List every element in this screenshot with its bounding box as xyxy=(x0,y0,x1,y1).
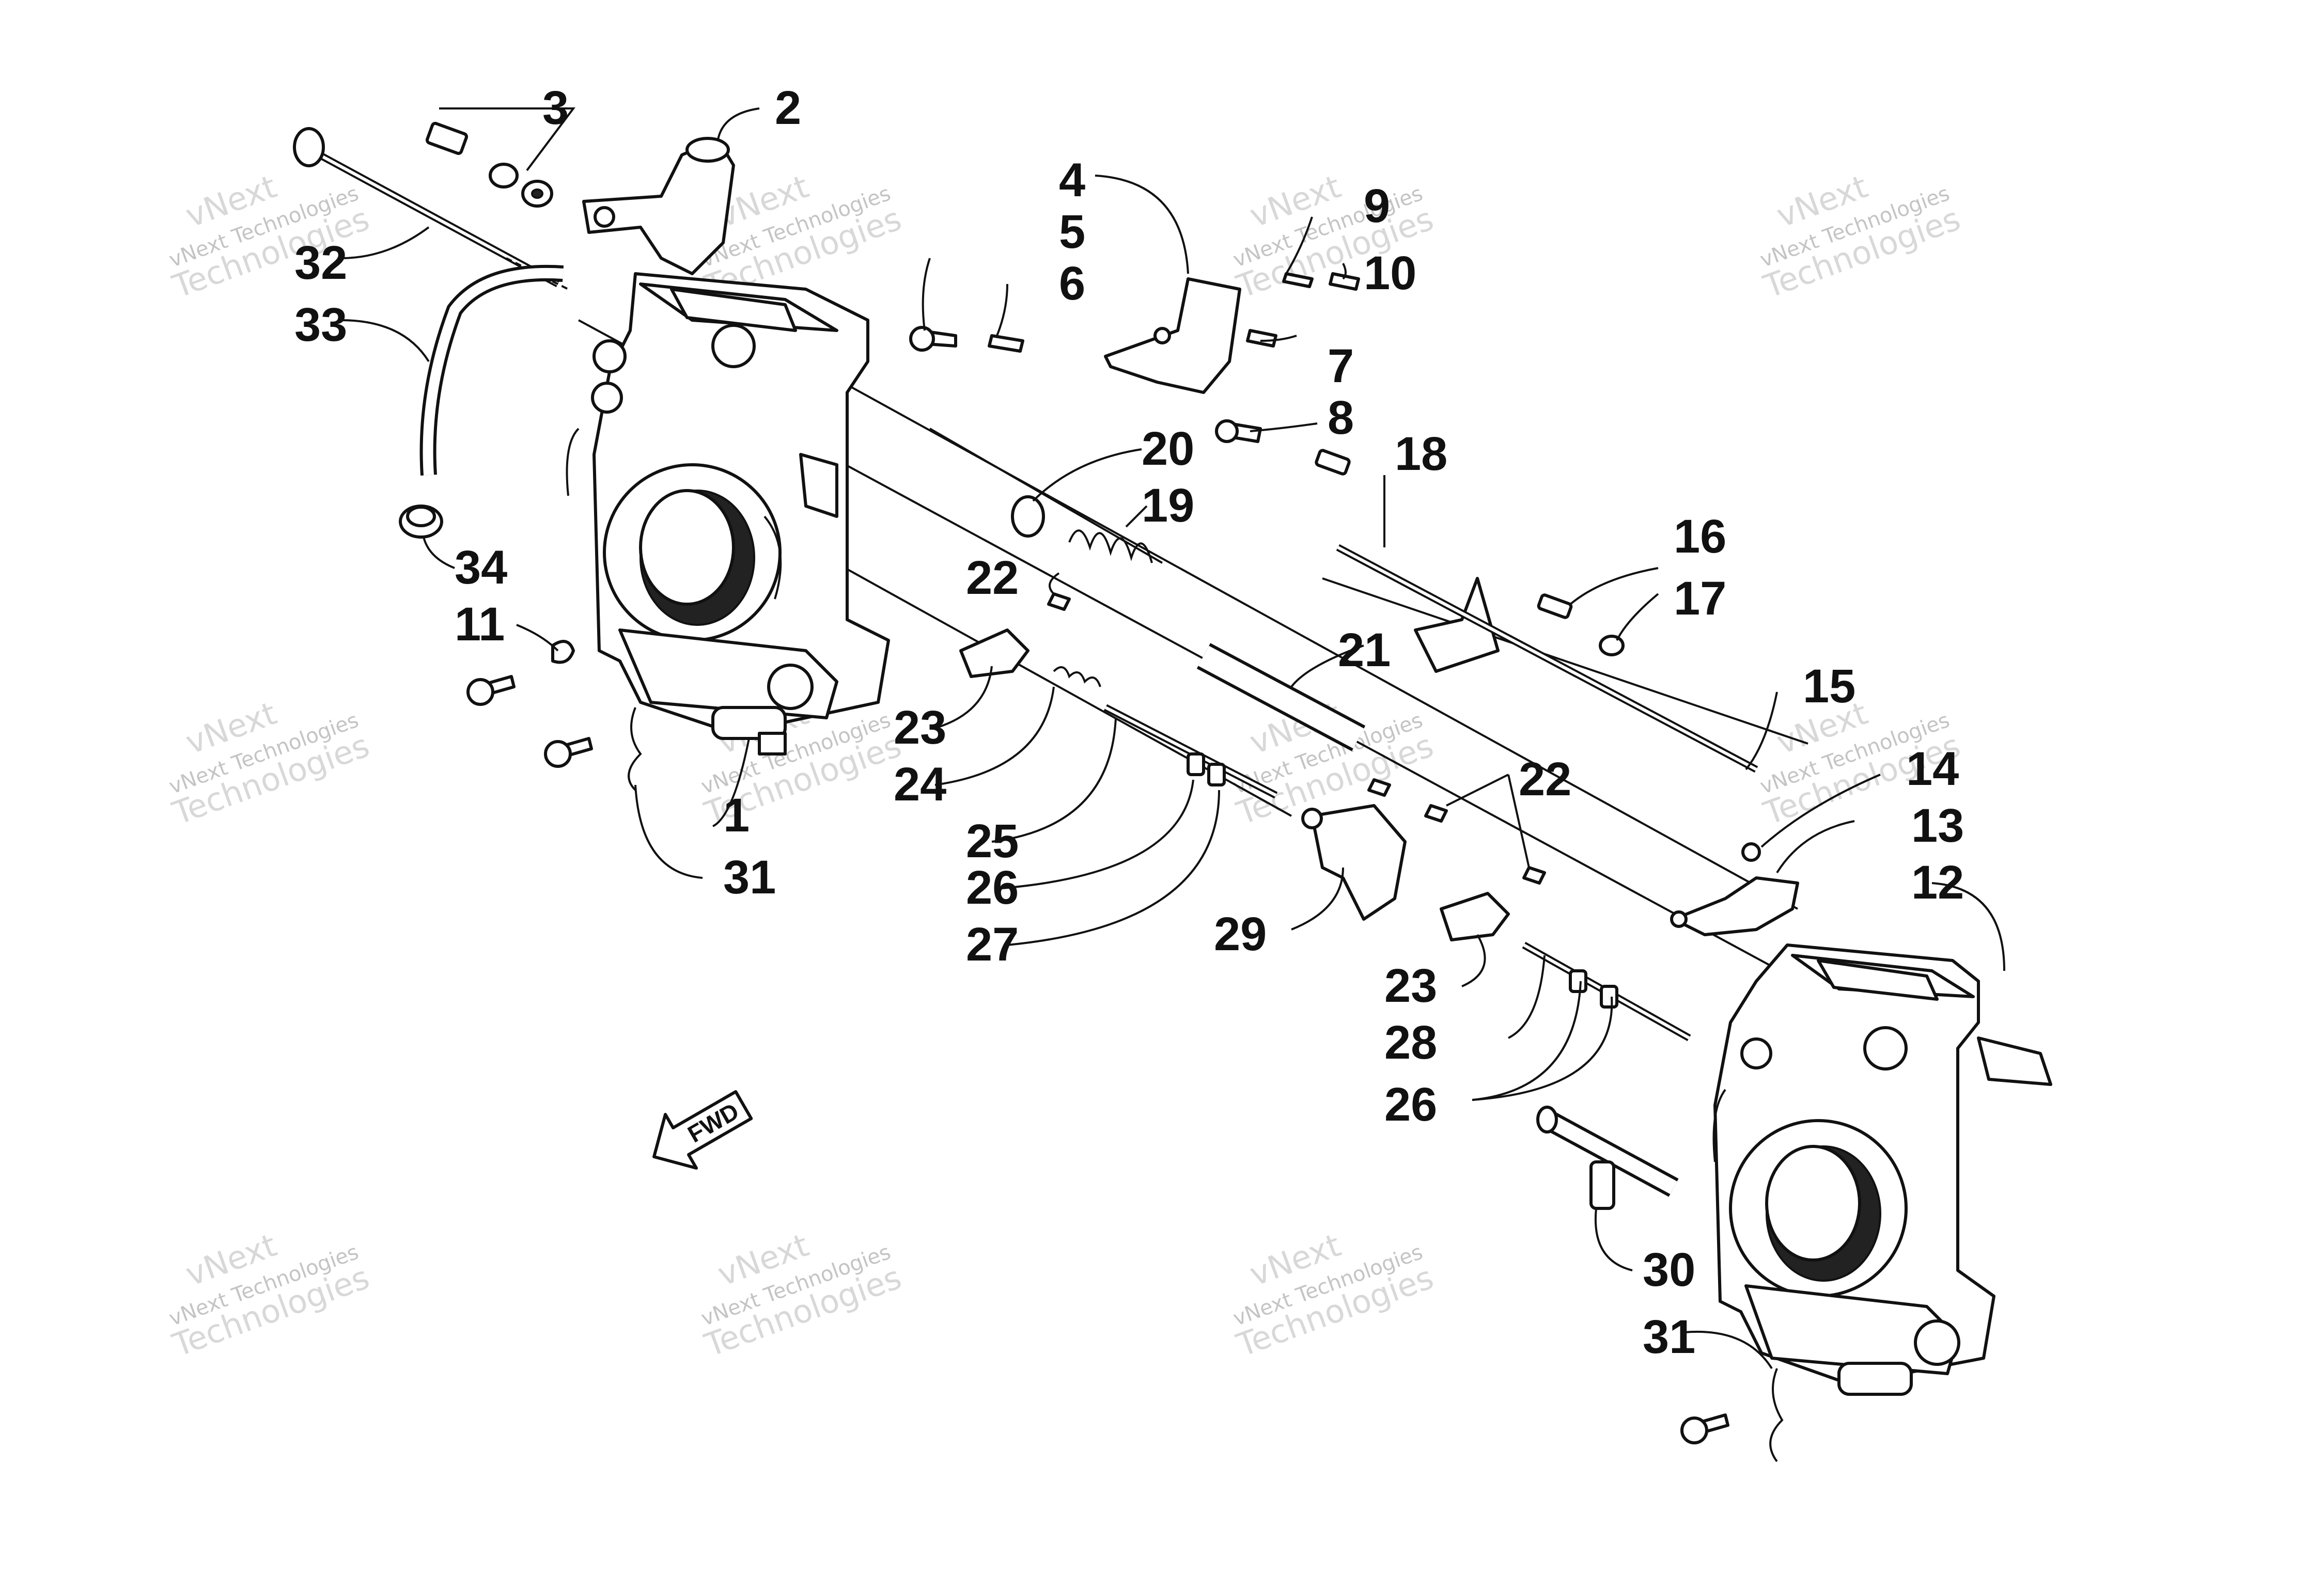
bolt-32 xyxy=(293,127,569,290)
hose-33 xyxy=(419,264,564,476)
screws-left xyxy=(466,640,642,791)
linkage-right xyxy=(1301,778,1691,1042)
callout-2: 2 xyxy=(775,82,801,134)
tee-fitting-30 xyxy=(1536,1106,1679,1210)
callout-10: 10 xyxy=(1364,247,1416,300)
callout-17: 17 xyxy=(1674,572,1726,625)
callout-22-left: 22 xyxy=(966,552,1019,604)
callout-31-left: 31 xyxy=(723,851,776,904)
callout-8: 8 xyxy=(1328,391,1354,444)
watermark: vNext vNext Technologies Technologies xyxy=(166,694,374,832)
callout-15: 15 xyxy=(1803,660,1855,713)
callout-28: 28 xyxy=(1384,1016,1437,1069)
callout-25: 25 xyxy=(966,815,1019,868)
callout-16: 16 xyxy=(1674,510,1726,563)
callout-23-left: 23 xyxy=(894,701,946,754)
callout-14: 14 xyxy=(1906,743,1959,795)
callout-26-left: 26 xyxy=(966,861,1019,914)
callout-13: 13 xyxy=(1911,799,1964,852)
callout-18: 18 xyxy=(1395,428,1447,480)
callout-26-right: 26 xyxy=(1384,1078,1437,1131)
callout-34: 34 xyxy=(455,541,507,594)
watermark: vNext vNext Technologies Technologies xyxy=(698,1226,906,1364)
callout-30: 30 xyxy=(1643,1244,1695,1296)
left-carburetor xyxy=(566,272,890,755)
callout-31-right: 31 xyxy=(1643,1311,1695,1363)
callout-33: 33 xyxy=(294,298,347,351)
callout-9: 9 xyxy=(1364,180,1390,232)
callout-5: 5 xyxy=(1059,206,1085,258)
callout-21: 21 xyxy=(1338,624,1391,676)
forward-arrow: FWD xyxy=(652,1090,753,1170)
callout-27: 27 xyxy=(966,918,1019,971)
callout-7: 7 xyxy=(1328,340,1354,392)
watermark: vNext vNext Technologies Technologies xyxy=(1230,1226,1438,1364)
callout-20: 20 xyxy=(1142,422,1194,475)
linkage-left xyxy=(959,592,1278,799)
leader-lines xyxy=(340,107,2005,1370)
right-carburetor xyxy=(1712,943,2052,1396)
bracket-4 xyxy=(909,272,1360,443)
hardware-3 xyxy=(425,121,553,208)
screws-right xyxy=(1680,1368,1784,1462)
lever-18 xyxy=(1315,449,1758,773)
callout-19: 19 xyxy=(1142,479,1194,532)
callout-12: 12 xyxy=(1911,856,1964,909)
tube-21 xyxy=(1196,643,1366,751)
callout-6: 6 xyxy=(1059,257,1085,310)
spring-19 xyxy=(1011,495,1153,563)
cable-bracket-2 xyxy=(582,137,735,275)
callout-3: 3 xyxy=(542,82,569,134)
watermarks: vNext vNext Technologies Technologies vN… xyxy=(166,167,1965,1364)
callout-32: 32 xyxy=(294,237,347,289)
callout-4: 4 xyxy=(1059,154,1085,207)
watermark: vNext vNext Technologies Technologies xyxy=(1757,167,1965,306)
callout-29: 29 xyxy=(1214,908,1267,961)
callout-1: 1 xyxy=(723,789,750,842)
callout-11: 11 xyxy=(455,598,505,651)
callout-labels: 1 2 3 4 5 6 7 8 9 10 11 12 13 14 15 16 1… xyxy=(294,82,1964,1363)
callout-24: 24 xyxy=(894,758,946,811)
clamp-34 xyxy=(399,505,443,539)
callout-23-right: 23 xyxy=(1384,959,1437,1012)
bracket-13 xyxy=(1670,842,1799,936)
callout-22-right: 22 xyxy=(1519,753,1571,806)
watermark: vNext vNext Technologies Technologies xyxy=(166,1226,374,1364)
